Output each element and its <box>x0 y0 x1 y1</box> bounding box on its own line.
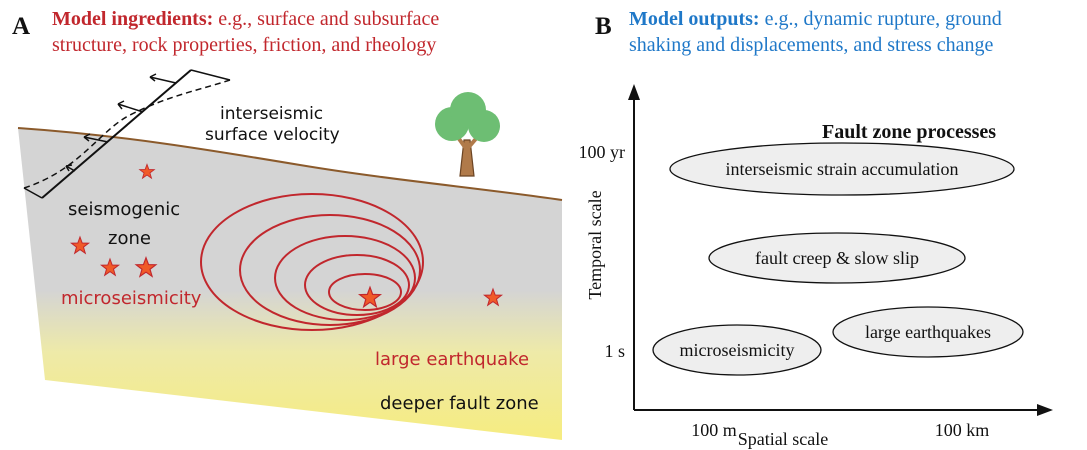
seismogenic-label-line2: zone <box>108 228 151 249</box>
x-axis-label: Spatial scale <box>738 429 828 449</box>
velocity-label-line2: surface velocity <box>205 125 340 145</box>
panel-b-heading-bold: Model outputs: <box>629 8 760 30</box>
y-axis-label: Temporal scale <box>585 190 605 299</box>
x-tick-label: 100 km <box>935 420 990 440</box>
panel-a-heading-line1: Model ingredients: e.g., surface and sub… <box>52 8 439 30</box>
microseismicity-label: microseismicity <box>61 288 202 309</box>
y-tick-label: 100 yr <box>579 142 626 162</box>
velocity-profile <box>23 69 231 199</box>
diagram-title: Fault zone processes <box>822 121 996 143</box>
rupture-contours <box>200 193 424 331</box>
large-earthquake-label: large earthquake <box>375 349 529 370</box>
panel-a: A Model ingredients: e.g., surface and s… <box>12 8 563 440</box>
x-tick-label: 100 m <box>691 420 737 440</box>
panel-a-letter: A <box>12 13 30 40</box>
tree-icon <box>435 92 500 177</box>
process-creep: fault creep & slow slip <box>708 232 966 284</box>
crust-block <box>18 128 562 440</box>
panel-b-heading-rest: e.g., dynamic rupture, ground <box>760 8 1002 30</box>
ground-surface <box>17 127 563 201</box>
panel-b-heading-line2: shaking and displacements, and stress ch… <box>629 34 993 56</box>
panel-a-heading-bold: Model ingredients: <box>52 8 213 30</box>
process-interseismic: interseismic strain accumulation <box>669 142 1015 196</box>
panel-b-letter: B <box>595 13 612 40</box>
deeper-zone-label: deeper fault zone <box>380 393 539 414</box>
process-large-earthquakes: large earthquakes <box>832 306 1024 358</box>
panel-b: B Model outputs: e.g., dynamic rupture, … <box>579 8 1053 449</box>
y-tick-label: 1 s <box>604 341 625 361</box>
process-label: fault creep & slow slip <box>755 248 919 268</box>
process-label: large earthquakes <box>865 322 991 342</box>
process-microseismicity: microseismicity <box>652 324 822 376</box>
process-label: interseismic strain accumulation <box>726 159 959 179</box>
panel-a-heading-line2: structure, rock properties, friction, an… <box>52 34 436 56</box>
process-label: microseismicity <box>680 340 795 360</box>
axes <box>628 84 1053 416</box>
seismogenic-label-line1: seismogenic <box>68 199 180 220</box>
velocity-label-line1: interseismic <box>220 104 323 124</box>
panel-b-heading-line1: Model outputs: e.g., dynamic rupture, gr… <box>629 8 1002 30</box>
panel-a-heading-rest: e.g., surface and subsurface <box>213 8 439 30</box>
